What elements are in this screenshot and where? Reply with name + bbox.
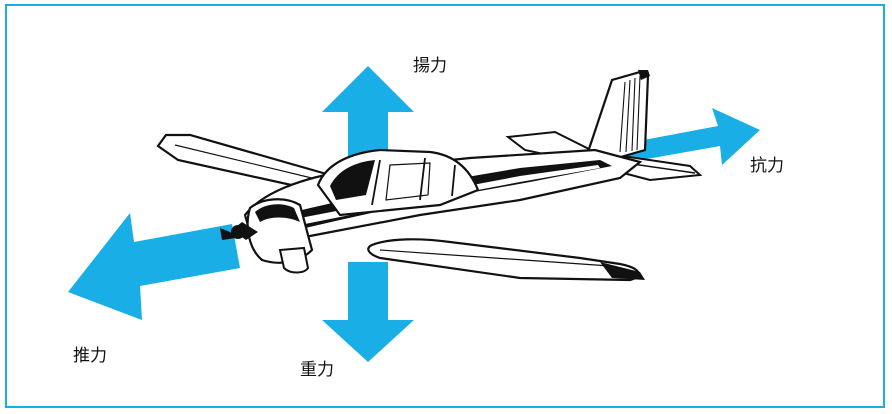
diagram-frame (5, 4, 885, 408)
lift-arrow (322, 66, 414, 158)
vertical-tail (586, 70, 650, 165)
lift-label: 揚力 (413, 56, 447, 76)
thrust-arrow (68, 213, 240, 320)
propeller (220, 222, 258, 240)
drag-label: 抗力 (750, 156, 784, 176)
thrust-label: 推力 (73, 346, 107, 366)
drag-arrow (628, 108, 760, 165)
weight-label: 重力 (300, 360, 334, 380)
right-wing (367, 238, 640, 282)
weight-arrow (322, 262, 414, 362)
